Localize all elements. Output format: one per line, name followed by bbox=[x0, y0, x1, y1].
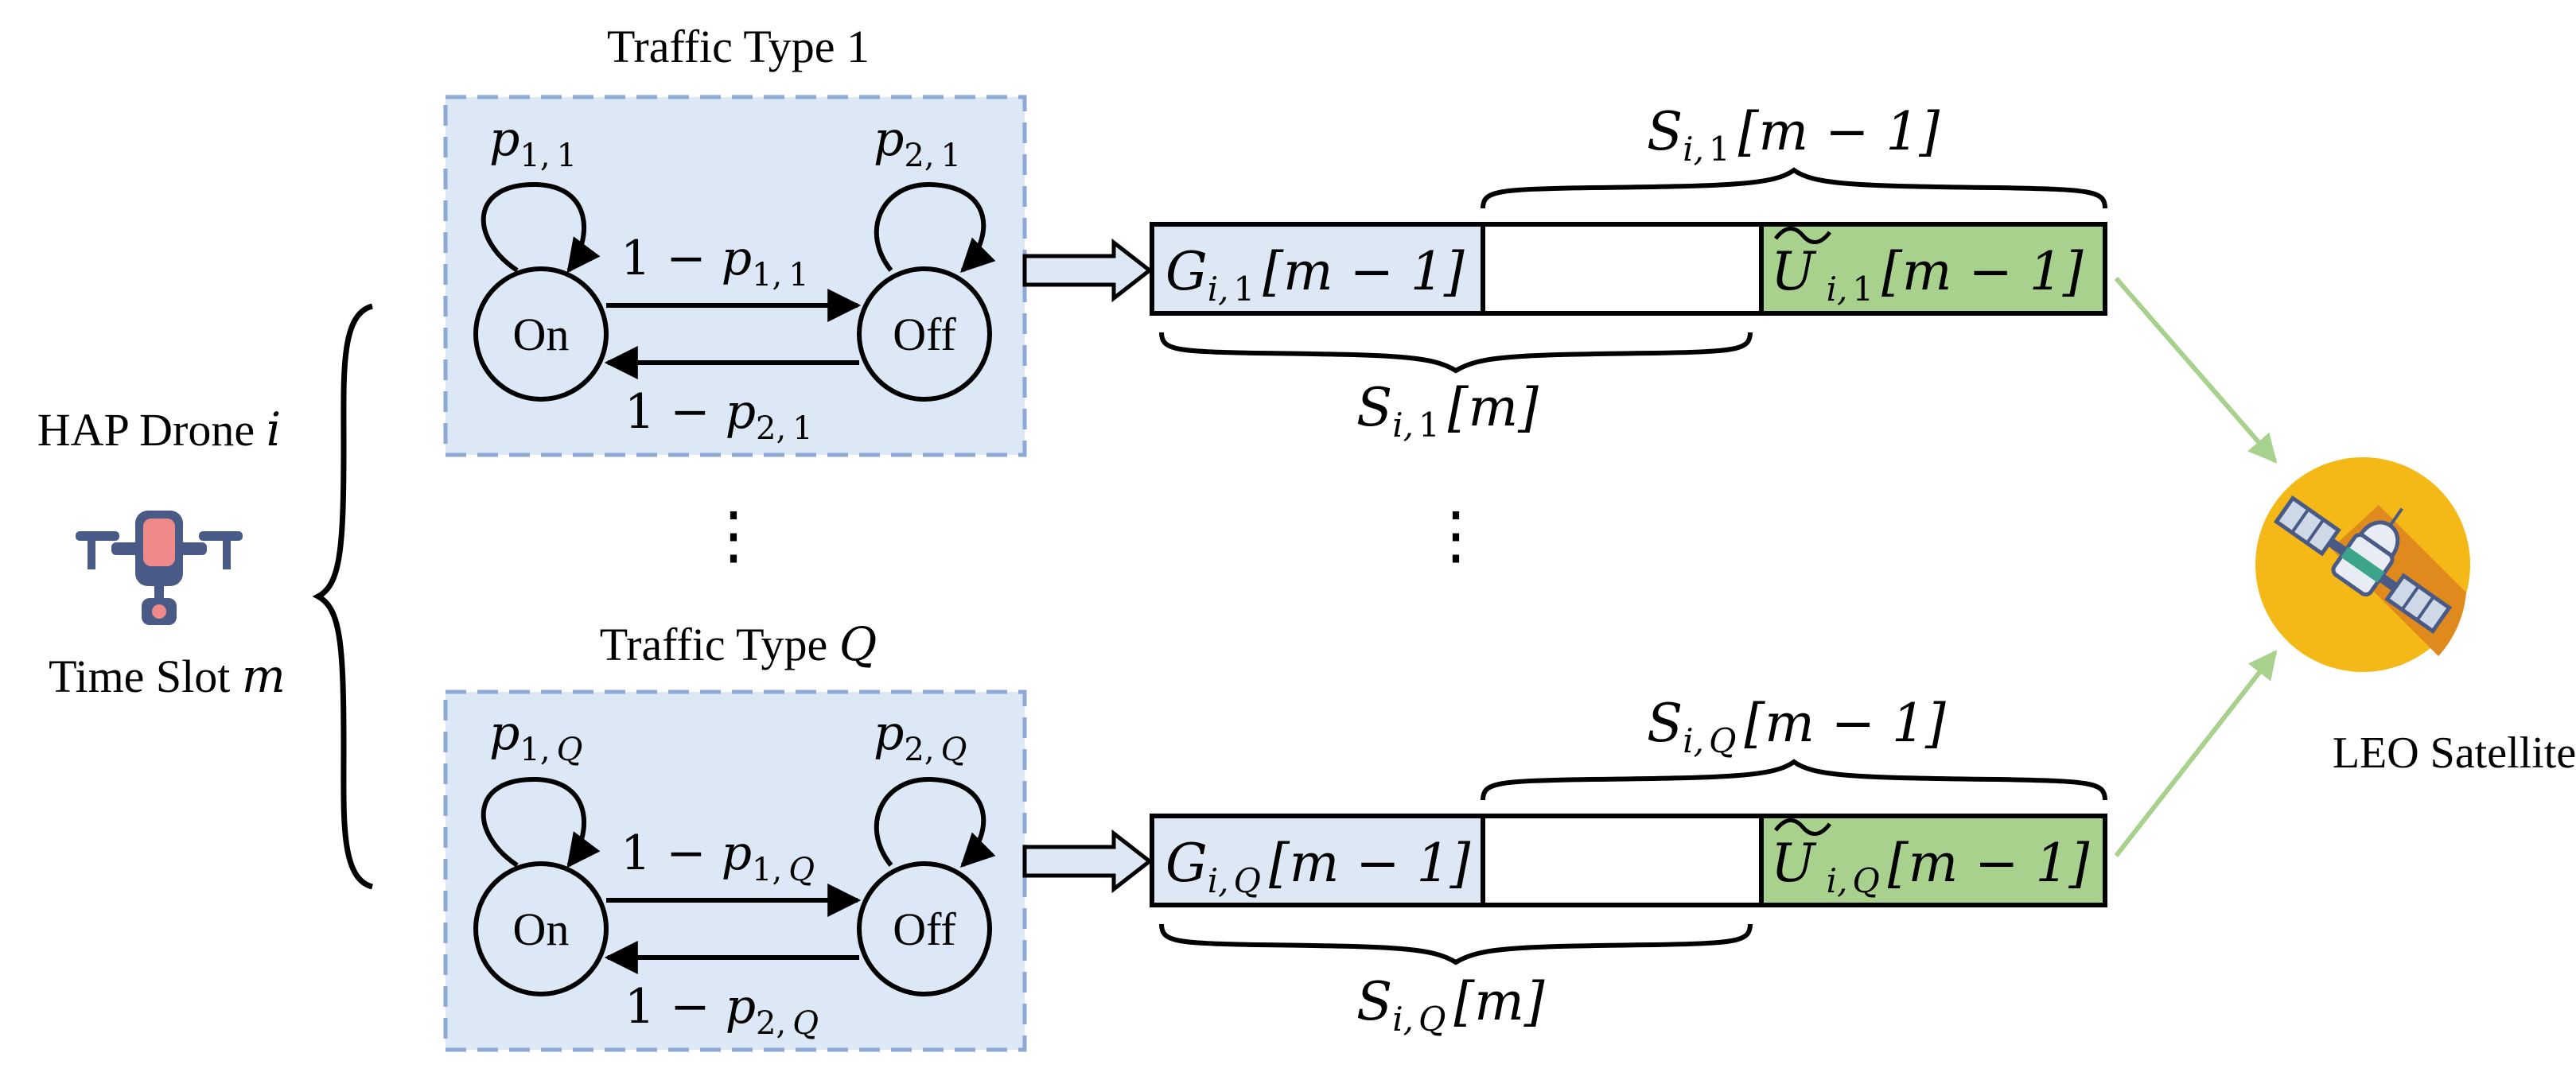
queue-u-cell bbox=[1759, 222, 2107, 316]
state-on-label: On bbox=[513, 903, 570, 955]
queue-g-cell bbox=[1150, 222, 1485, 316]
traffic-type-q: Traffic Type Q p1,Q p2,Q On Off 1 − p1,Q… bbox=[443, 617, 2107, 1052]
time-slot-label: Time Slot m bbox=[49, 649, 286, 703]
drone-label: HAP Drone i bbox=[37, 402, 281, 456]
satellite-label: LEO Satellite bbox=[2333, 728, 2576, 778]
vertical-ellipsis-chain: ⋮ bbox=[702, 498, 765, 572]
state-off bbox=[857, 266, 992, 402]
brace-s-prev bbox=[1481, 759, 2107, 801]
self-loop-off bbox=[874, 776, 996, 868]
state-on-label: On bbox=[513, 309, 570, 360]
traffic-type-title: Traffic Type Q bbox=[600, 617, 877, 671]
state-off bbox=[857, 861, 992, 996]
brace-s-cur bbox=[1159, 332, 1753, 374]
state-off-label: Off bbox=[893, 903, 956, 955]
prob-off-to-on: 1 − p2,Q bbox=[625, 979, 819, 1042]
prob-on-stay: p1,1 bbox=[489, 111, 577, 174]
label-s-cur: Si,1[m] bbox=[1356, 377, 1539, 445]
queue-empty-cell bbox=[1481, 814, 1764, 907]
brace-s-prev bbox=[1481, 167, 2107, 209]
satellite-icon bbox=[2255, 457, 2470, 672]
queue-g-label: Gi,Q[m − 1] bbox=[1165, 833, 1471, 900]
tilde-accent bbox=[1774, 227, 1831, 244]
output-arrow bbox=[1022, 238, 1154, 303]
state-on bbox=[473, 266, 609, 402]
link-type1-to-satellite bbox=[2114, 277, 2278, 464]
drone-icon bbox=[76, 511, 243, 625]
self-loop-off bbox=[874, 181, 996, 273]
label-s-prev: Si,1[m − 1] bbox=[1647, 101, 1940, 169]
state-on bbox=[473, 861, 609, 996]
output-arrow bbox=[1022, 829, 1154, 894]
tilde-accent bbox=[1774, 818, 1831, 836]
queue-empty-cell bbox=[1481, 222, 1764, 316]
prob-on-to-off: 1 − p1,1 bbox=[621, 231, 809, 293]
prob-on-to-off: 1 − p1,Q bbox=[621, 825, 815, 888]
self-loop-on bbox=[481, 776, 601, 868]
self-loop-on bbox=[481, 181, 601, 274]
state-off-label: Off bbox=[893, 309, 956, 360]
link-typeq-to-satellite bbox=[2114, 650, 2278, 857]
prob-on-stay: p1,Q bbox=[489, 705, 582, 768]
queue-u-cell bbox=[1759, 814, 2107, 907]
vertical-ellipsis-queue: ⋮ bbox=[1424, 498, 1488, 572]
traffic-type-title: Traffic Type 1 bbox=[607, 21, 870, 72]
label-s-cur: Si,Q[m] bbox=[1356, 971, 1545, 1039]
brace-s-cur bbox=[1159, 923, 1753, 965]
queue-g-label: Gi,1[m − 1] bbox=[1165, 241, 1465, 309]
label-s-prev: Si,Q[m − 1] bbox=[1647, 693, 1946, 760]
traffic-type-1: Traffic Type 1 p1,1 p2,1 On Off 1 − p1,1… bbox=[443, 21, 2107, 457]
prob-off-stay: p2,1 bbox=[874, 111, 961, 174]
prob-off-stay: p2,Q bbox=[874, 705, 967, 768]
prob-off-to-on: 1 − p2,1 bbox=[625, 384, 813, 447]
drone-brace bbox=[312, 303, 374, 890]
